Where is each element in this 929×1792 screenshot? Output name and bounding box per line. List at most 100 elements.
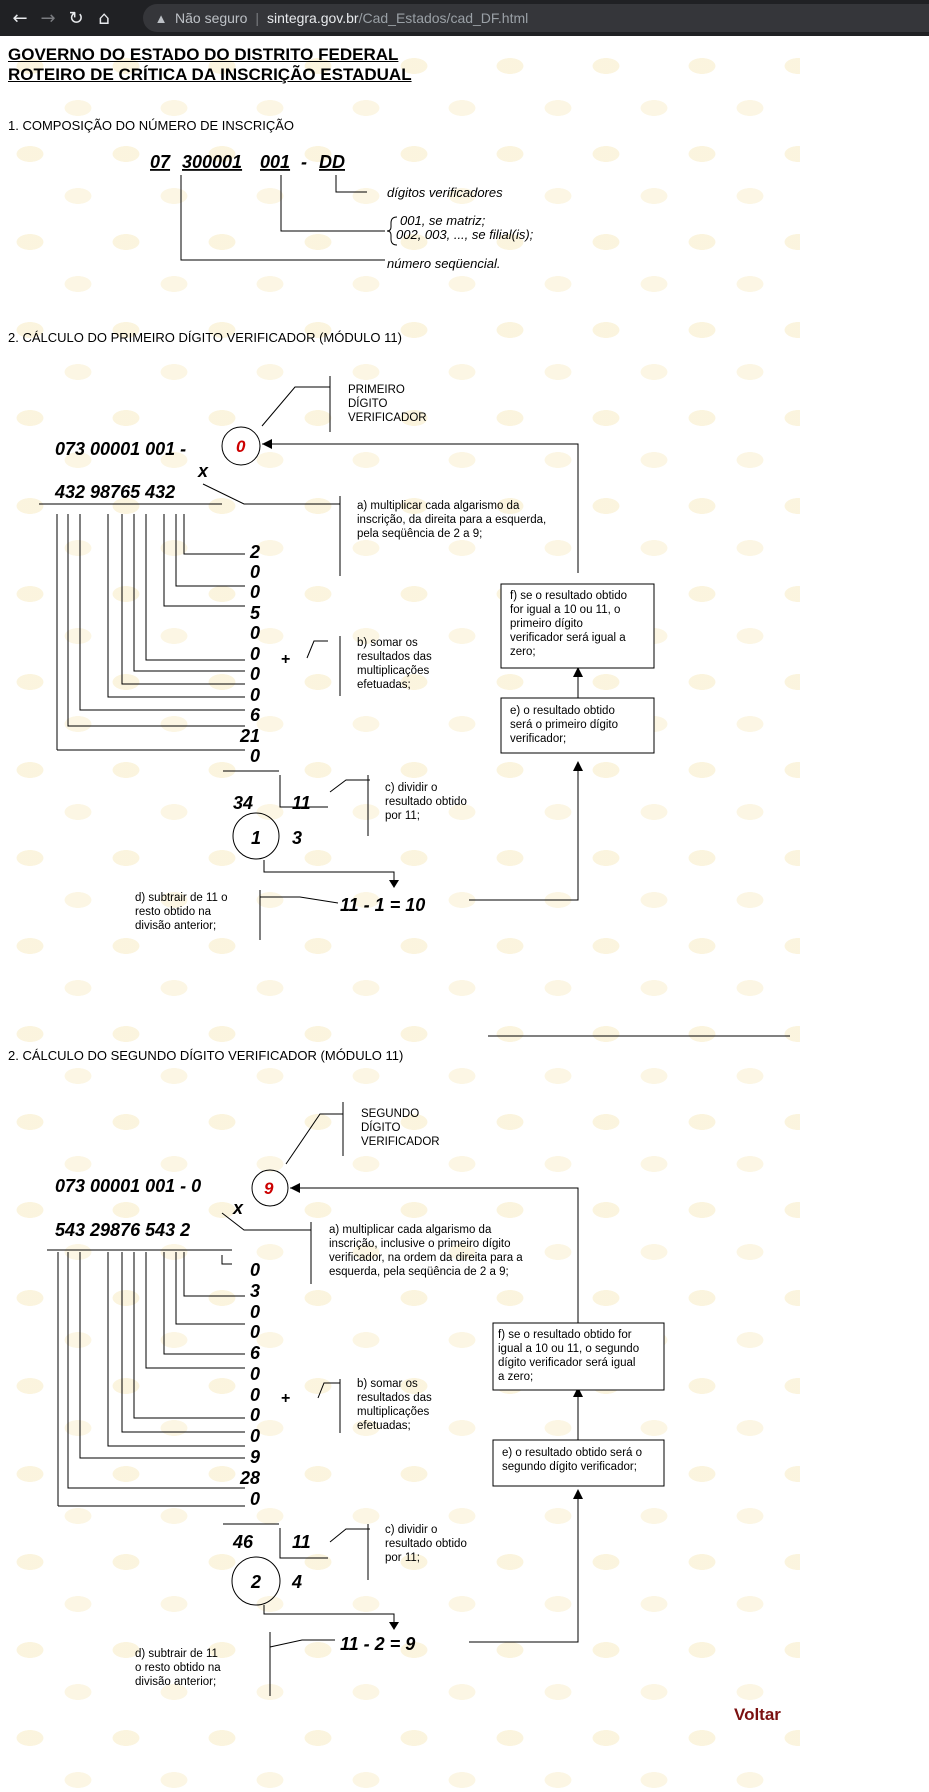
- part-d: DD: [319, 152, 345, 172]
- top-label-2: DÍGITO: [348, 397, 387, 410]
- product-value: 0: [250, 685, 260, 705]
- result-digit: 9: [264, 1179, 274, 1198]
- product-value: 0: [250, 1302, 260, 1322]
- part-c: 001: [260, 152, 290, 172]
- note-b-1: b) somar os: [357, 1378, 418, 1390]
- composition-diagram: 07 300001 001 DD - dígitos verificadores…: [150, 152, 534, 271]
- note-d-1: d) subtrair de 11: [135, 1648, 218, 1660]
- part-dash: -: [301, 152, 307, 172]
- page-content: [0, 36, 800, 1792]
- note-e-1: e) o resultado obtido: [510, 705, 615, 717]
- result-digit: 0: [236, 437, 246, 456]
- product-value: 0: [250, 1364, 260, 1384]
- note-a-2: inscrição, da direita para a esquerda,: [357, 514, 546, 526]
- reload-icon[interactable]: ↻: [68, 7, 84, 29]
- remainder-circle: [231, 1556, 281, 1606]
- note-f-2: igual a 10 ou 11, o segundo: [498, 1343, 639, 1355]
- sum-value: 46: [232, 1532, 254, 1552]
- top-label-1: SEGUNDO: [361, 1108, 419, 1120]
- product-value: 3: [250, 1281, 260, 1301]
- note-a-3: verificador, na ordem da direita para a: [329, 1252, 523, 1264]
- formula: 11 - 1 = 10: [340, 895, 425, 915]
- product-value: 6: [250, 705, 261, 725]
- product-value: 0: [250, 1405, 260, 1425]
- product-value: 0: [250, 562, 260, 582]
- product-value: 5: [250, 603, 261, 623]
- note-c-1: c) dividir o: [385, 782, 437, 794]
- formula: 11 - 2 = 9: [340, 1634, 415, 1654]
- back-link[interactable]: Voltar: [734, 1705, 781, 1724]
- home-icon[interactable]: ⌂: [98, 7, 110, 29]
- security-label: Não seguro: [175, 10, 248, 26]
- plus-sign: +: [281, 651, 290, 668]
- sum-value: 34: [233, 793, 253, 813]
- seq-connector: [180, 175, 385, 261]
- plus-sign: +: [281, 1390, 290, 1407]
- note-b-1: b) somar os: [357, 637, 418, 649]
- note-c-2: resultado obtido: [385, 796, 467, 808]
- label-dv: dígitos verificadores: [387, 185, 503, 200]
- weights-row: 543 29876 543 2: [55, 1220, 190, 1240]
- second-digit-diagram: SEGUNDO DÍGITO VERIFICADOR: [47, 1102, 665, 1696]
- brace: [386, 216, 398, 246]
- product-value: 0: [250, 1385, 260, 1405]
- product-value: 0: [250, 664, 260, 684]
- note-d-2: resto obtido na: [135, 906, 212, 918]
- divider-line: [488, 1035, 790, 1037]
- note-b-3: multiplicações: [357, 665, 429, 677]
- part-a: 07: [150, 152, 171, 172]
- address-bar[interactable]: ▲ Não seguro | sintegra.gov.br/Cad_Estad…: [143, 4, 929, 32]
- number-row: 073 00001 001 -: [55, 439, 186, 459]
- box-f: [500, 583, 655, 669]
- note-f-3: dígito verificador será igual: [498, 1357, 635, 1369]
- product-value: 0: [250, 746, 260, 766]
- note-f-1: f) se o resultado obtido for: [498, 1329, 632, 1341]
- top-label-1: PRIMEIRO: [348, 384, 405, 396]
- result-circle: [221, 426, 261, 466]
- top-label-3: VERIFICADOR: [361, 1136, 440, 1148]
- page-margin: [800, 36, 929, 1792]
- top-label-2: DÍGITO: [361, 1121, 400, 1134]
- section2-title: 2. CÁLCULO DO PRIMEIRO DÍGITO VERIFICADO…: [8, 330, 402, 345]
- product-value: 0: [250, 623, 260, 643]
- note-c-3: por 11;: [385, 1552, 420, 1564]
- url-path: /Cad_Estados/cad_DF.html: [358, 10, 529, 26]
- product-value: 0: [250, 1322, 260, 1342]
- page-title-line1: GOVERNO DO ESTADO DO DISTRITO FEDERAL: [8, 45, 399, 64]
- product-value: 0: [250, 1489, 260, 1509]
- top-label-3: VERIFICADOR: [348, 412, 427, 424]
- address-separator: |: [255, 10, 260, 26]
- product-value: 0: [250, 1426, 260, 1446]
- number-row: 073 00001 001 - 0: [55, 1176, 201, 1196]
- product-value: 0: [250, 644, 260, 664]
- note-a-4: esquerda, pela seqüência de 2 a 9;: [329, 1266, 509, 1278]
- product-value: 2: [249, 542, 260, 562]
- note-b-3: multiplicações: [357, 1406, 429, 1418]
- note-b-2: resultados das: [357, 1392, 432, 1404]
- quotient-value: 3: [292, 828, 302, 848]
- note-e-3: verificador;: [510, 733, 566, 745]
- product-value: 0: [250, 582, 260, 602]
- note-d-3: divisão anterior;: [135, 920, 216, 932]
- note-a-2: inscrição, inclusive o primeiro dígito: [329, 1238, 511, 1250]
- box-f: [492, 1322, 665, 1391]
- note-b-2: resultados das: [357, 651, 432, 663]
- times-sign: x: [232, 1198, 244, 1218]
- branch-connector: [280, 175, 385, 232]
- note-c-2: resultado obtido: [385, 1538, 467, 1550]
- note-f-1: f) se o resultado obtido: [510, 590, 627, 602]
- note-f-4: a zero;: [498, 1371, 533, 1383]
- note-a-1: a) multiplicar cada algarismo da: [329, 1224, 492, 1236]
- first-digit-diagram: PRIMEIRO DÍGITO VERIFICADOR: [39, 376, 655, 940]
- remainder-value: 2: [250, 1572, 261, 1592]
- product-value: 6: [250, 1343, 261, 1363]
- note-f-4: verificador será igual a: [510, 632, 626, 644]
- section3-title: 2. CÁLCULO DO SEGUNDO DÍGITO VERIFICADOR…: [8, 1048, 404, 1063]
- note-d-2: o resto obtido na: [135, 1662, 221, 1674]
- part-b: 300001: [182, 152, 242, 172]
- back-arrow-icon[interactable]: ←: [12, 7, 28, 29]
- note-e-1: e) o resultado obtido será o: [502, 1447, 642, 1459]
- note-c-1: c) dividir o: [385, 1524, 437, 1536]
- forward-arrow-icon[interactable]: →: [40, 7, 56, 29]
- url-host: sintegra.gov.br: [267, 10, 359, 26]
